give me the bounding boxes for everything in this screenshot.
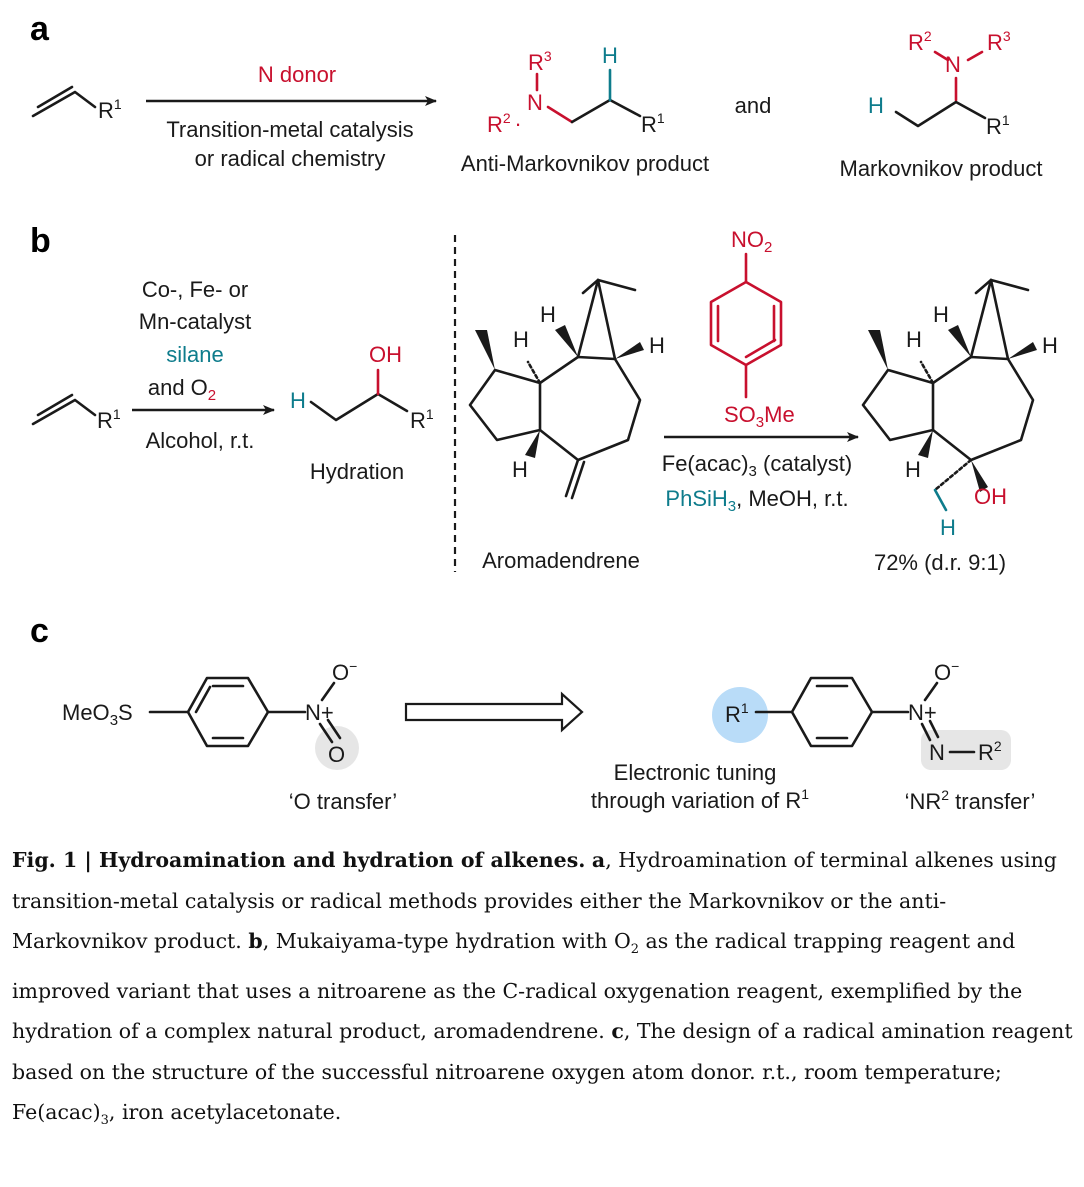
yield-label: 72% (d.r. 9:1) — [874, 550, 1006, 575]
markovnikov-label: Markovnikov product — [840, 156, 1043, 181]
anti-markovnikov-structure: R3 N R2 . H R1 — [487, 43, 665, 137]
svg-text:N+: N+ — [908, 700, 937, 725]
figure-caption: Fig. 1 | Hydroamination and hydration of… — [12, 848, 1073, 1129]
condition-alcohol: Alcohol, r.t. — [146, 428, 255, 453]
svg-text:R1: R1 — [641, 110, 665, 137]
mukaiyama-conditions: Co-, Fe- or Mn-catalyst silane and O2 Al… — [132, 277, 275, 453]
svg-text:H: H — [512, 457, 528, 482]
svg-text:H: H — [868, 93, 884, 118]
condition-oxygen: and O2 — [148, 375, 216, 404]
reaction-scheme-figure: a R1 N donor Transition-metal catalysis … — [30, 10, 1058, 814]
alkene-substrate-a: R1 — [31, 85, 122, 123]
alkene-substrate-b: R1 — [31, 393, 121, 433]
svg-text:R3: R3 — [528, 48, 552, 75]
condition-silane: silane — [166, 342, 223, 367]
svg-text:H: H — [933, 302, 949, 327]
nitroso-aminating-reagent: R1 N+ O− N R2 — [712, 658, 1011, 770]
svg-text:SO3Me: SO3Me — [724, 402, 795, 431]
svg-text:OH: OH — [369, 342, 402, 367]
caption-c-label: c — [611, 1019, 624, 1044]
condition-catalyst-2: Mn-catalyst — [139, 309, 251, 334]
fe-catalyst-condition: Fe(acac)3 (catalyst) — [662, 451, 853, 480]
o-transfer-label: ‘O transfer’ — [289, 789, 397, 814]
svg-text:H: H — [602, 43, 618, 68]
hydration-product: H OH R1 — [290, 342, 434, 433]
svg-text:R1: R1 — [986, 112, 1010, 139]
svg-text:N: N — [945, 52, 961, 77]
panel-label-a: a — [30, 10, 50, 48]
svg-text:MeO3S: MeO3S — [62, 700, 133, 729]
condition-catalyst-1: Co-, Fe- or — [142, 277, 248, 302]
caption-b-label: b — [248, 929, 263, 953]
aromadendrene-structure: H H H H — [468, 278, 665, 500]
svg-text:.: . — [515, 106, 521, 131]
svg-text:R2: R2 — [908, 28, 932, 55]
reaction-arrow-a: N donor Transition-metal catalysis or ra… — [146, 62, 437, 171]
svg-text:H: H — [290, 388, 306, 413]
svg-text:H: H — [1042, 333, 1058, 358]
tuning-label-2: through variation of R1 — [591, 786, 809, 813]
svg-text:H: H — [649, 333, 665, 358]
caption-c-text-2: , iron acetylacetonate. — [108, 1100, 342, 1125]
svg-text:O−: O− — [332, 658, 357, 685]
reagent-n-donor: N donor — [258, 62, 336, 87]
and-text: and — [735, 93, 772, 118]
retrosynthetic-arrow — [404, 691, 584, 733]
svg-text:R1: R1 — [410, 406, 434, 433]
svg-text:OH: OH — [974, 484, 1007, 509]
svg-text:R3: R3 — [987, 28, 1011, 55]
hydration-label: Hydration — [310, 459, 404, 484]
condition-line-2: or radical chemistry — [195, 146, 386, 171]
svg-text:O: O — [328, 742, 345, 767]
svg-text:NO2: NO2 — [731, 227, 772, 256]
hydrated-product-structure: H H H H H OH — [861, 278, 1058, 540]
svg-text:H: H — [906, 327, 922, 352]
caption-b-text-2: as the radical trapping reagent and impr… — [12, 929, 1023, 1044]
nr-transfer-label: ‘NR2 transfer’ — [905, 787, 1036, 814]
caption-a-label: a — [591, 848, 606, 872]
svg-text:O−: O− — [934, 658, 959, 685]
caption-c-text: , The design of a radical amination reag… — [12, 1019, 1073, 1125]
svg-text:R1: R1 — [97, 406, 121, 433]
svg-text:H: H — [940, 515, 956, 540]
caption-b-text-1: , Mukaiyama-type hydration with O — [262, 929, 631, 953]
panel-label-b: b — [30, 222, 51, 260]
svg-text:H: H — [905, 457, 921, 482]
panel-label-c: c — [30, 612, 49, 650]
nitroarene-o-donor: MeO3S N+ O− O — [62, 658, 359, 770]
condition-line-1: Transition-metal catalysis — [166, 117, 413, 142]
svg-text:R1: R1 — [98, 96, 122, 123]
svg-text:H: H — [540, 302, 556, 327]
svg-text:N: N — [527, 90, 543, 115]
svg-text:N: N — [929, 740, 945, 765]
svg-text:H: H — [513, 327, 529, 352]
markovnikov-structure: R2 R3 N H R1 — [868, 28, 1011, 139]
aromadendrene-label: Aromadendrene — [482, 548, 640, 573]
caption-fig-label: Fig. 1 | Hydroamination and hydration of… — [12, 848, 586, 872]
caption-a-text: , Hydroamination of terminal alkenes usi… — [12, 848, 1057, 953]
silane-condition: PhSiH3, MeOH, r.t. — [665, 486, 848, 515]
r1-highlight — [712, 687, 768, 743]
tuning-label-1: Electronic tuning — [614, 760, 777, 785]
o-highlight — [315, 726, 359, 770]
anti-markovnikov-label: Anti-Markovnikov product — [461, 151, 709, 176]
svg-text:R2: R2 — [487, 110, 511, 137]
nr2-highlight — [921, 730, 1011, 770]
nitroarene-reagent: NO2 SO3Me — [709, 227, 795, 431]
